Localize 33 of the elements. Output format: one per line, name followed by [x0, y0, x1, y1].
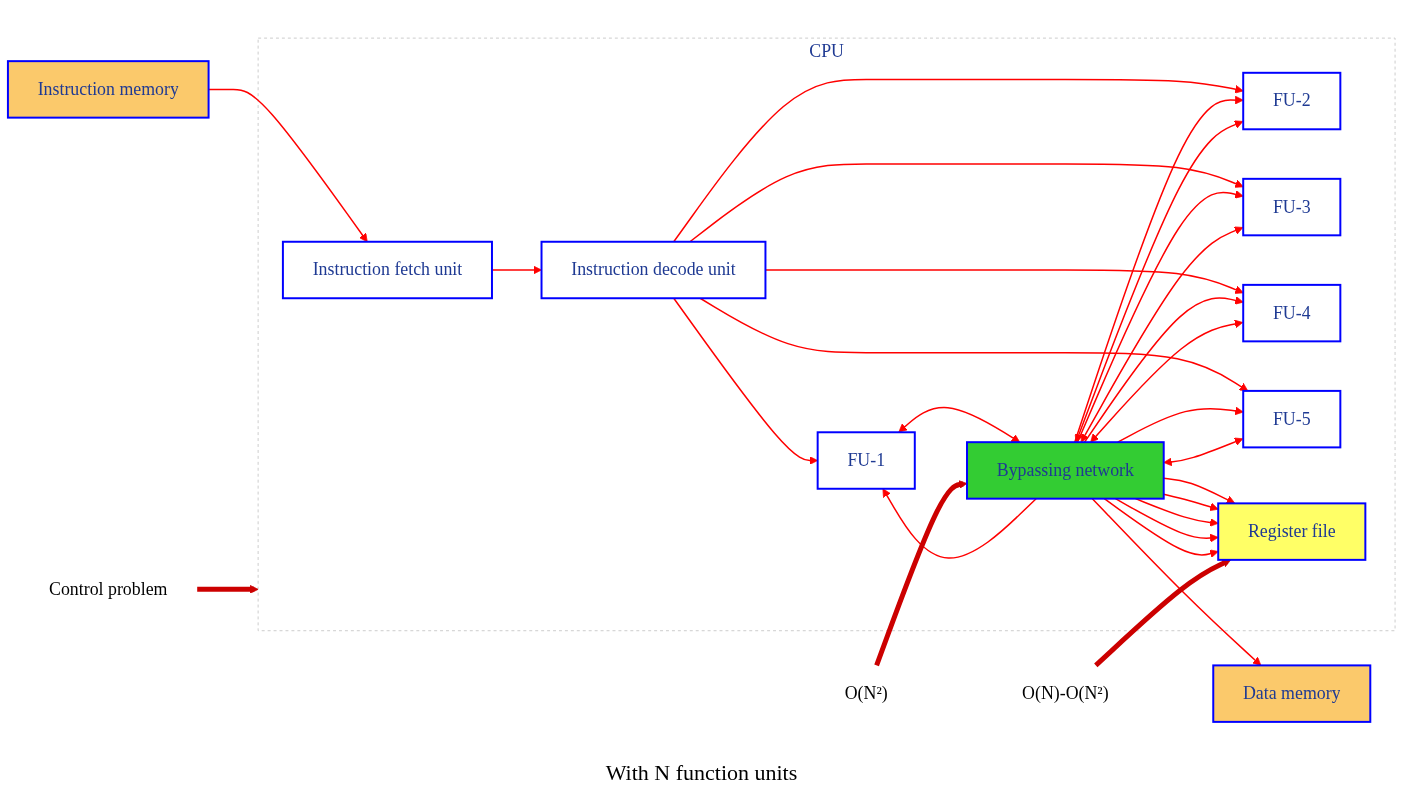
arrow	[197, 585, 259, 594]
node-box: Data memory	[1212, 664, 1372, 723]
arrow	[1117, 406, 1244, 443]
node-box: Instruction memory	[6, 60, 210, 119]
node-box: FU-1	[816, 431, 916, 490]
arrow	[673, 78, 1244, 243]
node-box: Instruction fetch unit	[281, 240, 493, 300]
arrow	[882, 488, 1037, 559]
arrow	[689, 163, 1244, 243]
arrow	[1080, 226, 1244, 443]
arrow	[1114, 497, 1219, 543]
node-box: FU-2	[1242, 71, 1342, 131]
node-box: FU-3	[1242, 177, 1342, 237]
node-box: FU-4	[1242, 283, 1342, 343]
arrow	[874, 480, 968, 667]
arrow	[491, 265, 542, 275]
node-text: Control problem	[49, 578, 168, 599]
arrow	[1076, 190, 1244, 443]
arrow	[1094, 559, 1232, 668]
node-box: Bypassing network	[966, 441, 1165, 500]
arrow	[898, 406, 1021, 443]
node-box: Instruction decode unit	[540, 240, 767, 300]
arrow	[1103, 497, 1219, 558]
note-text: With N function units	[604, 760, 799, 786]
node-box: Register file	[1217, 502, 1367, 561]
arrow	[1163, 437, 1244, 467]
arrow	[1091, 497, 1262, 666]
node-box: FU-5	[1242, 389, 1342, 449]
arrow	[1090, 319, 1244, 443]
arrow	[699, 297, 1249, 392]
node-text: O(N)-O(N²)	[1022, 683, 1109, 704]
node-text: O(N²)	[844, 683, 888, 704]
arrow	[1083, 296, 1244, 443]
